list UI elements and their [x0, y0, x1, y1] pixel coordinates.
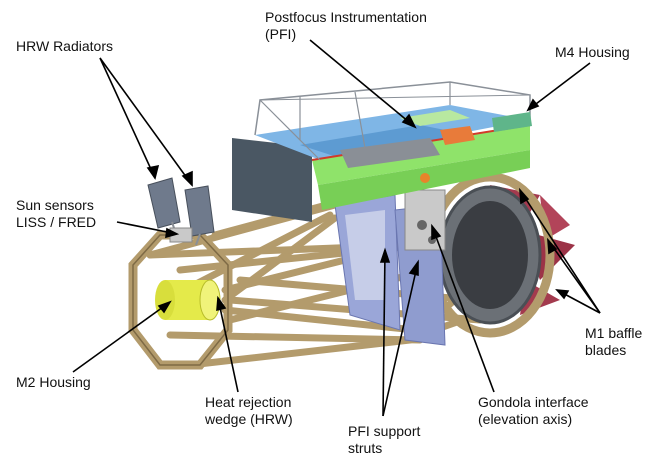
label-m1-baffle-blades: M1 baffle blades	[585, 325, 643, 358]
label-postfocus-instrumentation: Postfocus Instrumentation (PFI)	[265, 9, 427, 42]
pfi-instrument-box	[232, 81, 532, 222]
m2-housing-cylinder	[155, 279, 221, 321]
m1-ring	[425, 172, 555, 338]
hrw-radiators	[147, 177, 215, 246]
label-heat-rejection-wedge: Heat rejection wedge (HRW)	[205, 394, 293, 427]
label-m2-housing: M2 Housing	[16, 374, 91, 390]
label-gondola-interface: Gondola interface (elevation axis)	[478, 394, 589, 427]
label-pfi-support-struts: PFI support struts	[348, 423, 421, 456]
label-sun-sensors: Sun sensors LISS / FRED	[16, 197, 97, 230]
label-hrw-radiators: HRW Radiators	[16, 38, 113, 54]
m2-ring	[128, 230, 233, 370]
label-m4-housing: M4 Housing	[555, 44, 630, 60]
leader-lines	[72, 39, 601, 417]
